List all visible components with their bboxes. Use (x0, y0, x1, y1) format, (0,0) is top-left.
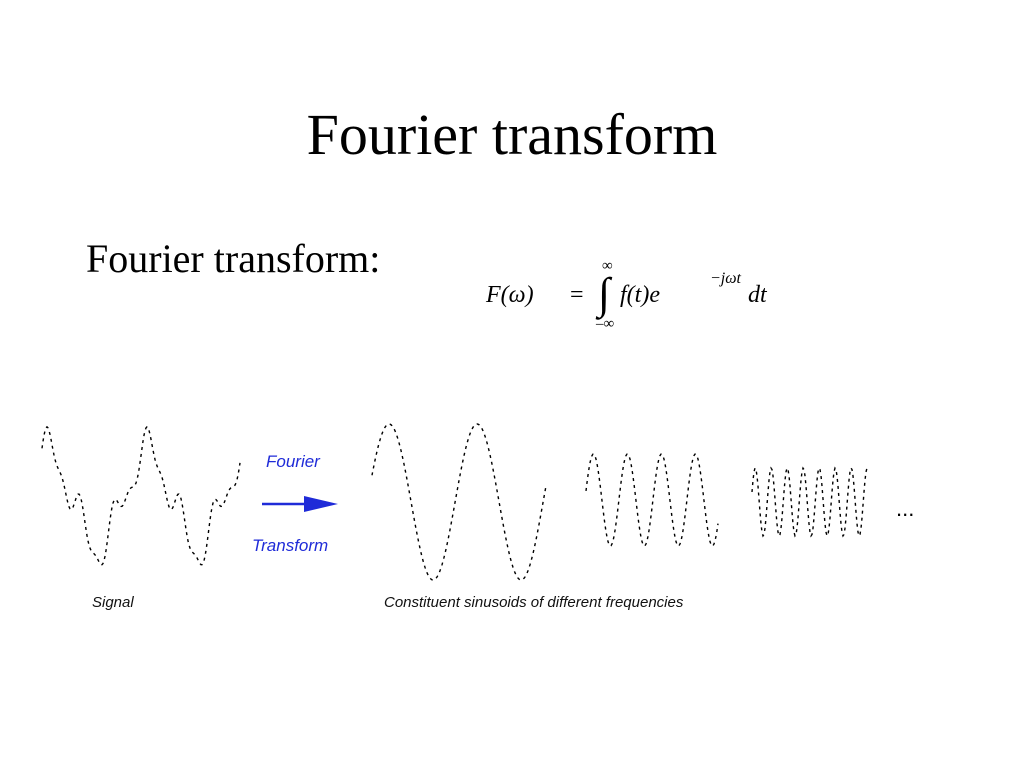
sinusoid-medium-frequency (585, 453, 719, 547)
formula-lhs: F(ω) (486, 282, 534, 308)
sinusoids-caption: Constituent sinusoids of different frequ… (384, 594, 684, 611)
body-label: Fourier transform: (86, 236, 381, 281)
fourier-arrow-icon (262, 496, 338, 512)
slide-title: Fourier transform (306, 102, 718, 167)
exponent: −jωt (710, 270, 741, 287)
differential: dt (748, 282, 767, 308)
lower-limit: –∞ (596, 316, 615, 332)
ellipsis: ... (896, 496, 915, 521)
signal-caption: Signal (92, 594, 134, 611)
sinusoid-high-frequency (751, 466, 869, 538)
integrand: f(t)e (620, 282, 660, 308)
formula-equals: = (570, 282, 584, 308)
sinusoid-low-frequency (371, 423, 547, 581)
signal-decomposition-figure (41, 423, 869, 581)
signal-waveform (41, 425, 241, 566)
fourier-formula: F(ω) = ∫ ∞ –∞ f(t)e −jωt dt (486, 258, 786, 342)
arrow-label-bottom: Transform (252, 536, 329, 555)
arrow-label-top: Fourier (266, 452, 320, 471)
integral-sign: ∫ (598, 269, 611, 318)
upper-limit: ∞ (602, 258, 613, 274)
